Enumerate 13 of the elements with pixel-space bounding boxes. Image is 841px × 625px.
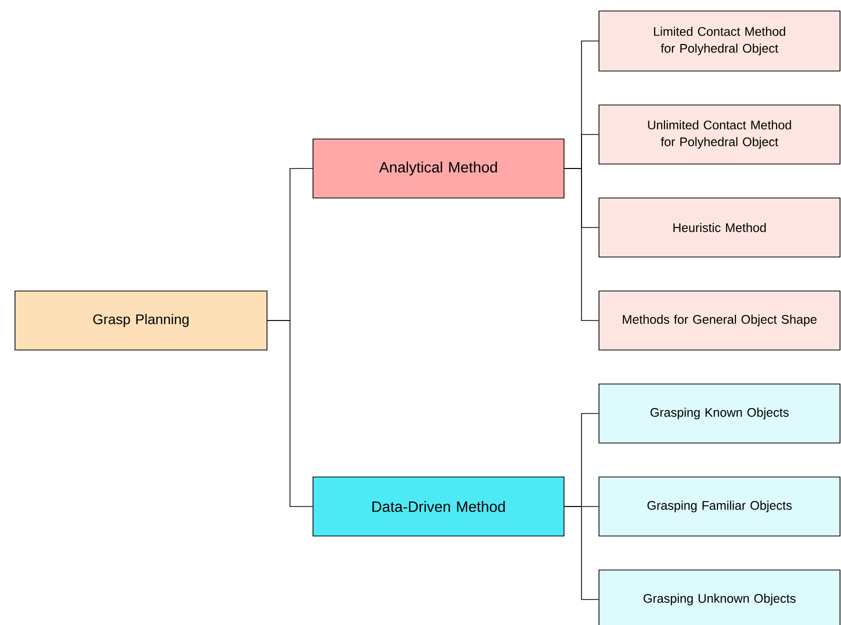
method-box: Grasping Known Objects — [598, 384, 840, 444]
root-box: Grasp Planning — [14, 290, 268, 350]
method-box: Unlimited Contact Method for Polyhedral Object — [598, 104, 840, 164]
category-box: Data-Driven Method — [312, 476, 564, 536]
method-box: Grasping Familiar Objects — [598, 476, 840, 536]
method-box: Grasping Unknown Objects — [598, 570, 840, 625]
category-box: Analytical Method — [312, 138, 564, 198]
method-box: Limited Contact Method for Polyhedral Object — [598, 10, 840, 72]
connector — [564, 168, 599, 321]
connector — [564, 506, 599, 600]
connector — [267, 320, 313, 507]
method-box: Heuristic Method — [598, 198, 840, 258]
method-box: Methods for General Object Shape — [598, 290, 840, 350]
